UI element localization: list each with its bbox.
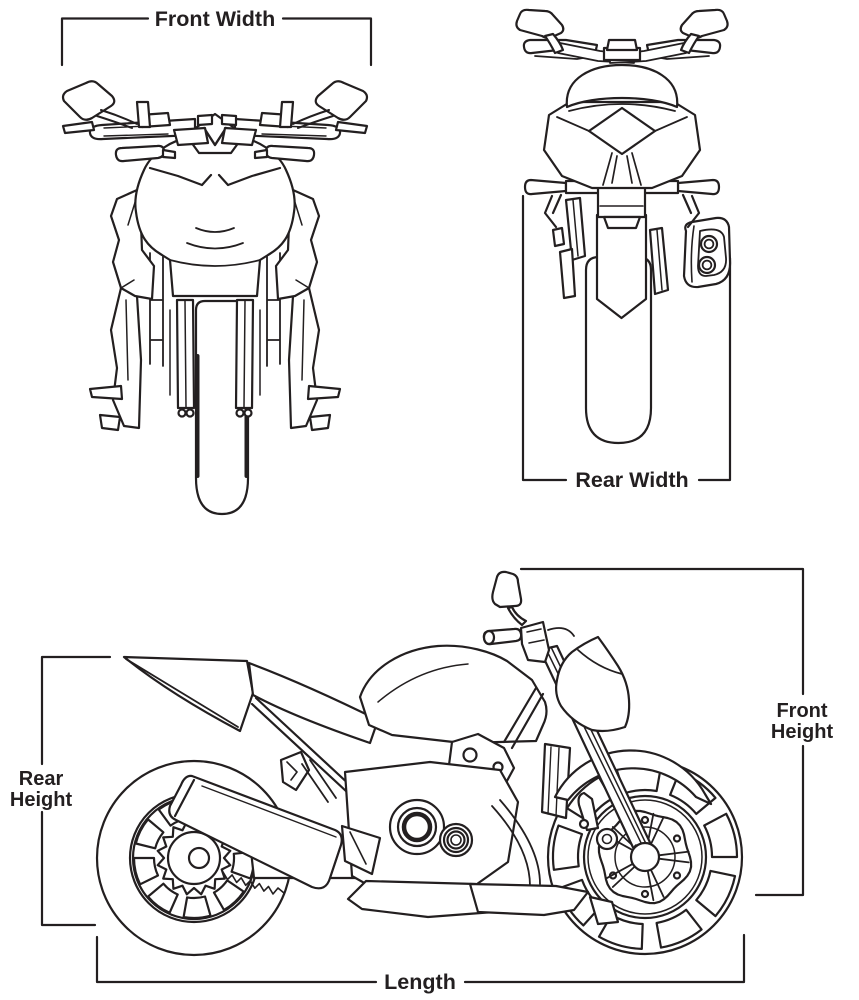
svg-text:Rear Width: Rear Width [575, 468, 688, 492]
svg-text:Height: Height [10, 789, 73, 811]
svg-text:Front Width: Front Width [155, 7, 275, 31]
svg-text:Front: Front [776, 700, 827, 722]
svg-text:Height: Height [771, 721, 834, 743]
svg-text:Rear: Rear [19, 768, 64, 790]
svg-text:Length: Length [384, 970, 456, 994]
